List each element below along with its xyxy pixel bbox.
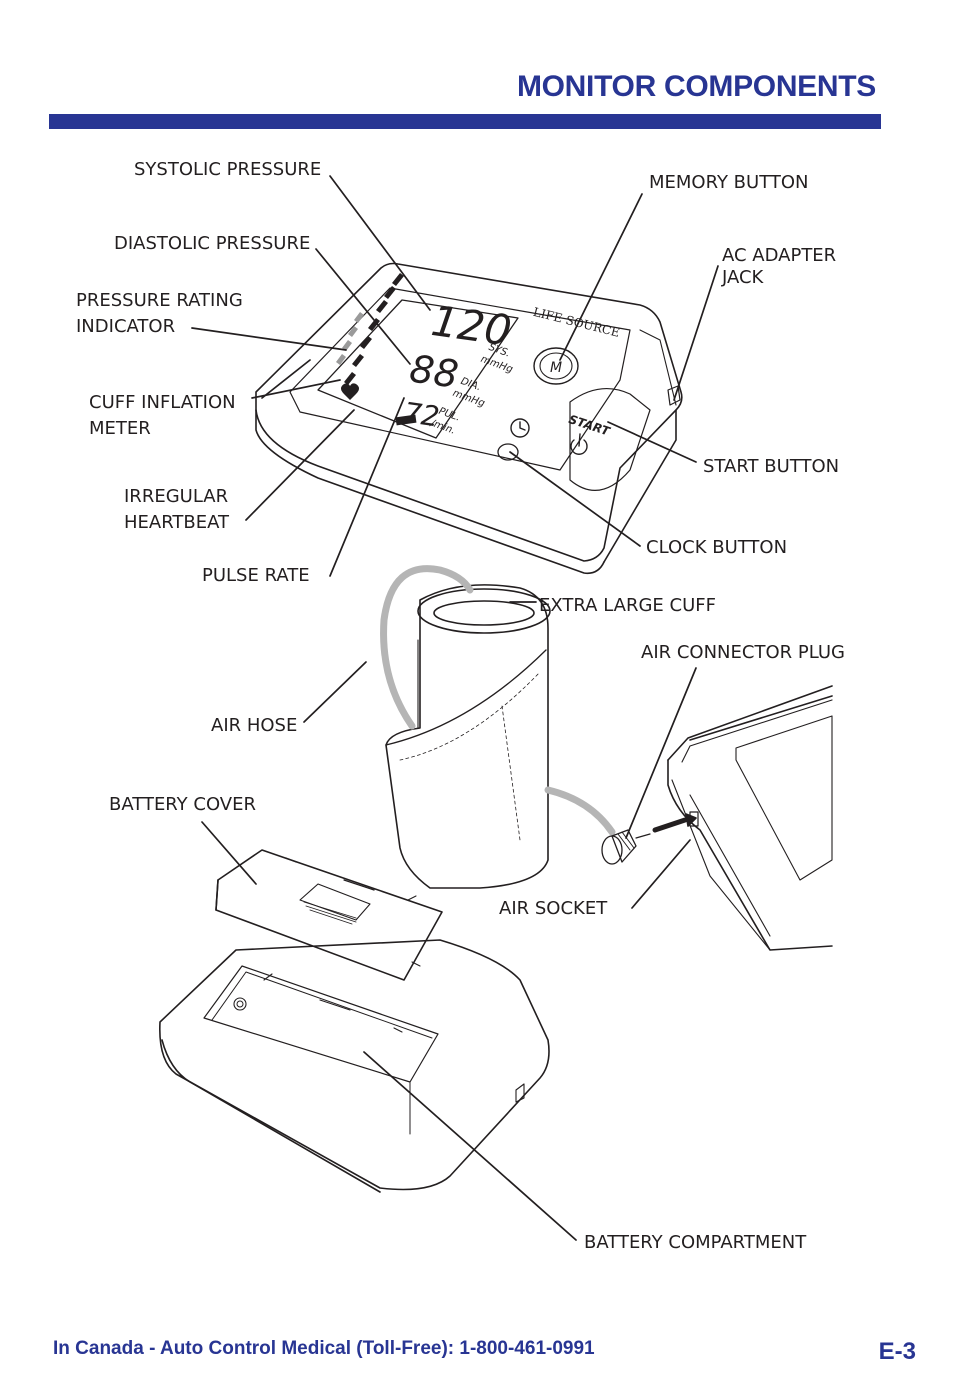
label-ac-adapter-1: AC ADAPTER — [722, 245, 837, 266]
label-air-connector-plug: AIR CONNECTOR PLUG — [641, 642, 845, 663]
footer-contact: In Canada - Auto Control Medical (Toll-F… — [53, 1338, 595, 1359]
label-start-button: START BUTTON — [703, 456, 840, 477]
power-icon — [570, 439, 588, 455]
memory-key-label: M — [550, 360, 562, 376]
cuff-inflation-bars — [344, 273, 404, 385]
label-battery-cover: BATTERY COVER — [109, 794, 256, 815]
pressure-rating-bars — [336, 312, 364, 365]
pulse-display: 72 — [402, 396, 442, 434]
page-title: MONITOR COMPONENTS — [516, 70, 876, 103]
systolic-display: 120 — [428, 296, 514, 356]
label-ac-adapter-2: JACK — [722, 267, 764, 288]
leader-lines — [191, 175, 719, 1241]
label-pressure-rating-1: PRESSURE RATING — [76, 290, 243, 311]
air-connector-plug — [601, 829, 651, 865]
heart-icon — [341, 383, 359, 400]
memory-button-shape — [533, 347, 579, 385]
monitor-unit — [255, 262, 683, 575]
label-clock-button: CLOCK BUTTON — [646, 537, 788, 558]
label-irregular-1: IRREGULAR — [124, 486, 229, 507]
label-pulse-rate: PULSE RATE — [202, 565, 310, 586]
label-air-socket: AIR SOCKET — [499, 898, 608, 919]
label-battery-compartment: BATTERY COMPARTMENT — [584, 1232, 807, 1253]
label-cuff-inflation-2: METER — [89, 418, 151, 439]
label-diastolic-pressure: DIASTOLIC PRESSURE — [114, 233, 311, 254]
cuff — [385, 584, 551, 889]
monitor-side-view — [667, 685, 833, 951]
label-pressure-rating-2: INDICATOR — [76, 316, 176, 337]
diastolic-display: 88 — [407, 346, 461, 396]
brand-logo: LIFE SOURCE — [532, 305, 622, 340]
air-hose — [380, 565, 474, 730]
battery-base — [159, 939, 550, 1193]
title-rule — [49, 114, 881, 129]
label-irregular-2: HEARTBEAT — [124, 512, 230, 533]
label-systolic-pressure: SYSTOLIC PRESSURE — [134, 159, 322, 180]
label-air-hose: AIR HOSE — [211, 715, 298, 736]
battery-cover — [215, 849, 443, 981]
label-extra-large-cuff: EXTRA LARGE CUFF — [539, 595, 716, 616]
sys-unit-mmhg: mmHg — [479, 354, 514, 376]
label-cuff-inflation-1: CUFF INFLATION — [89, 392, 236, 413]
page-number: E-3 — [878, 1338, 916, 1365]
clock-button-shape — [497, 443, 519, 461]
label-memory-button: MEMORY BUTTON — [649, 172, 809, 193]
start-key-label: START — [567, 412, 612, 439]
clock-icon — [510, 418, 530, 438]
